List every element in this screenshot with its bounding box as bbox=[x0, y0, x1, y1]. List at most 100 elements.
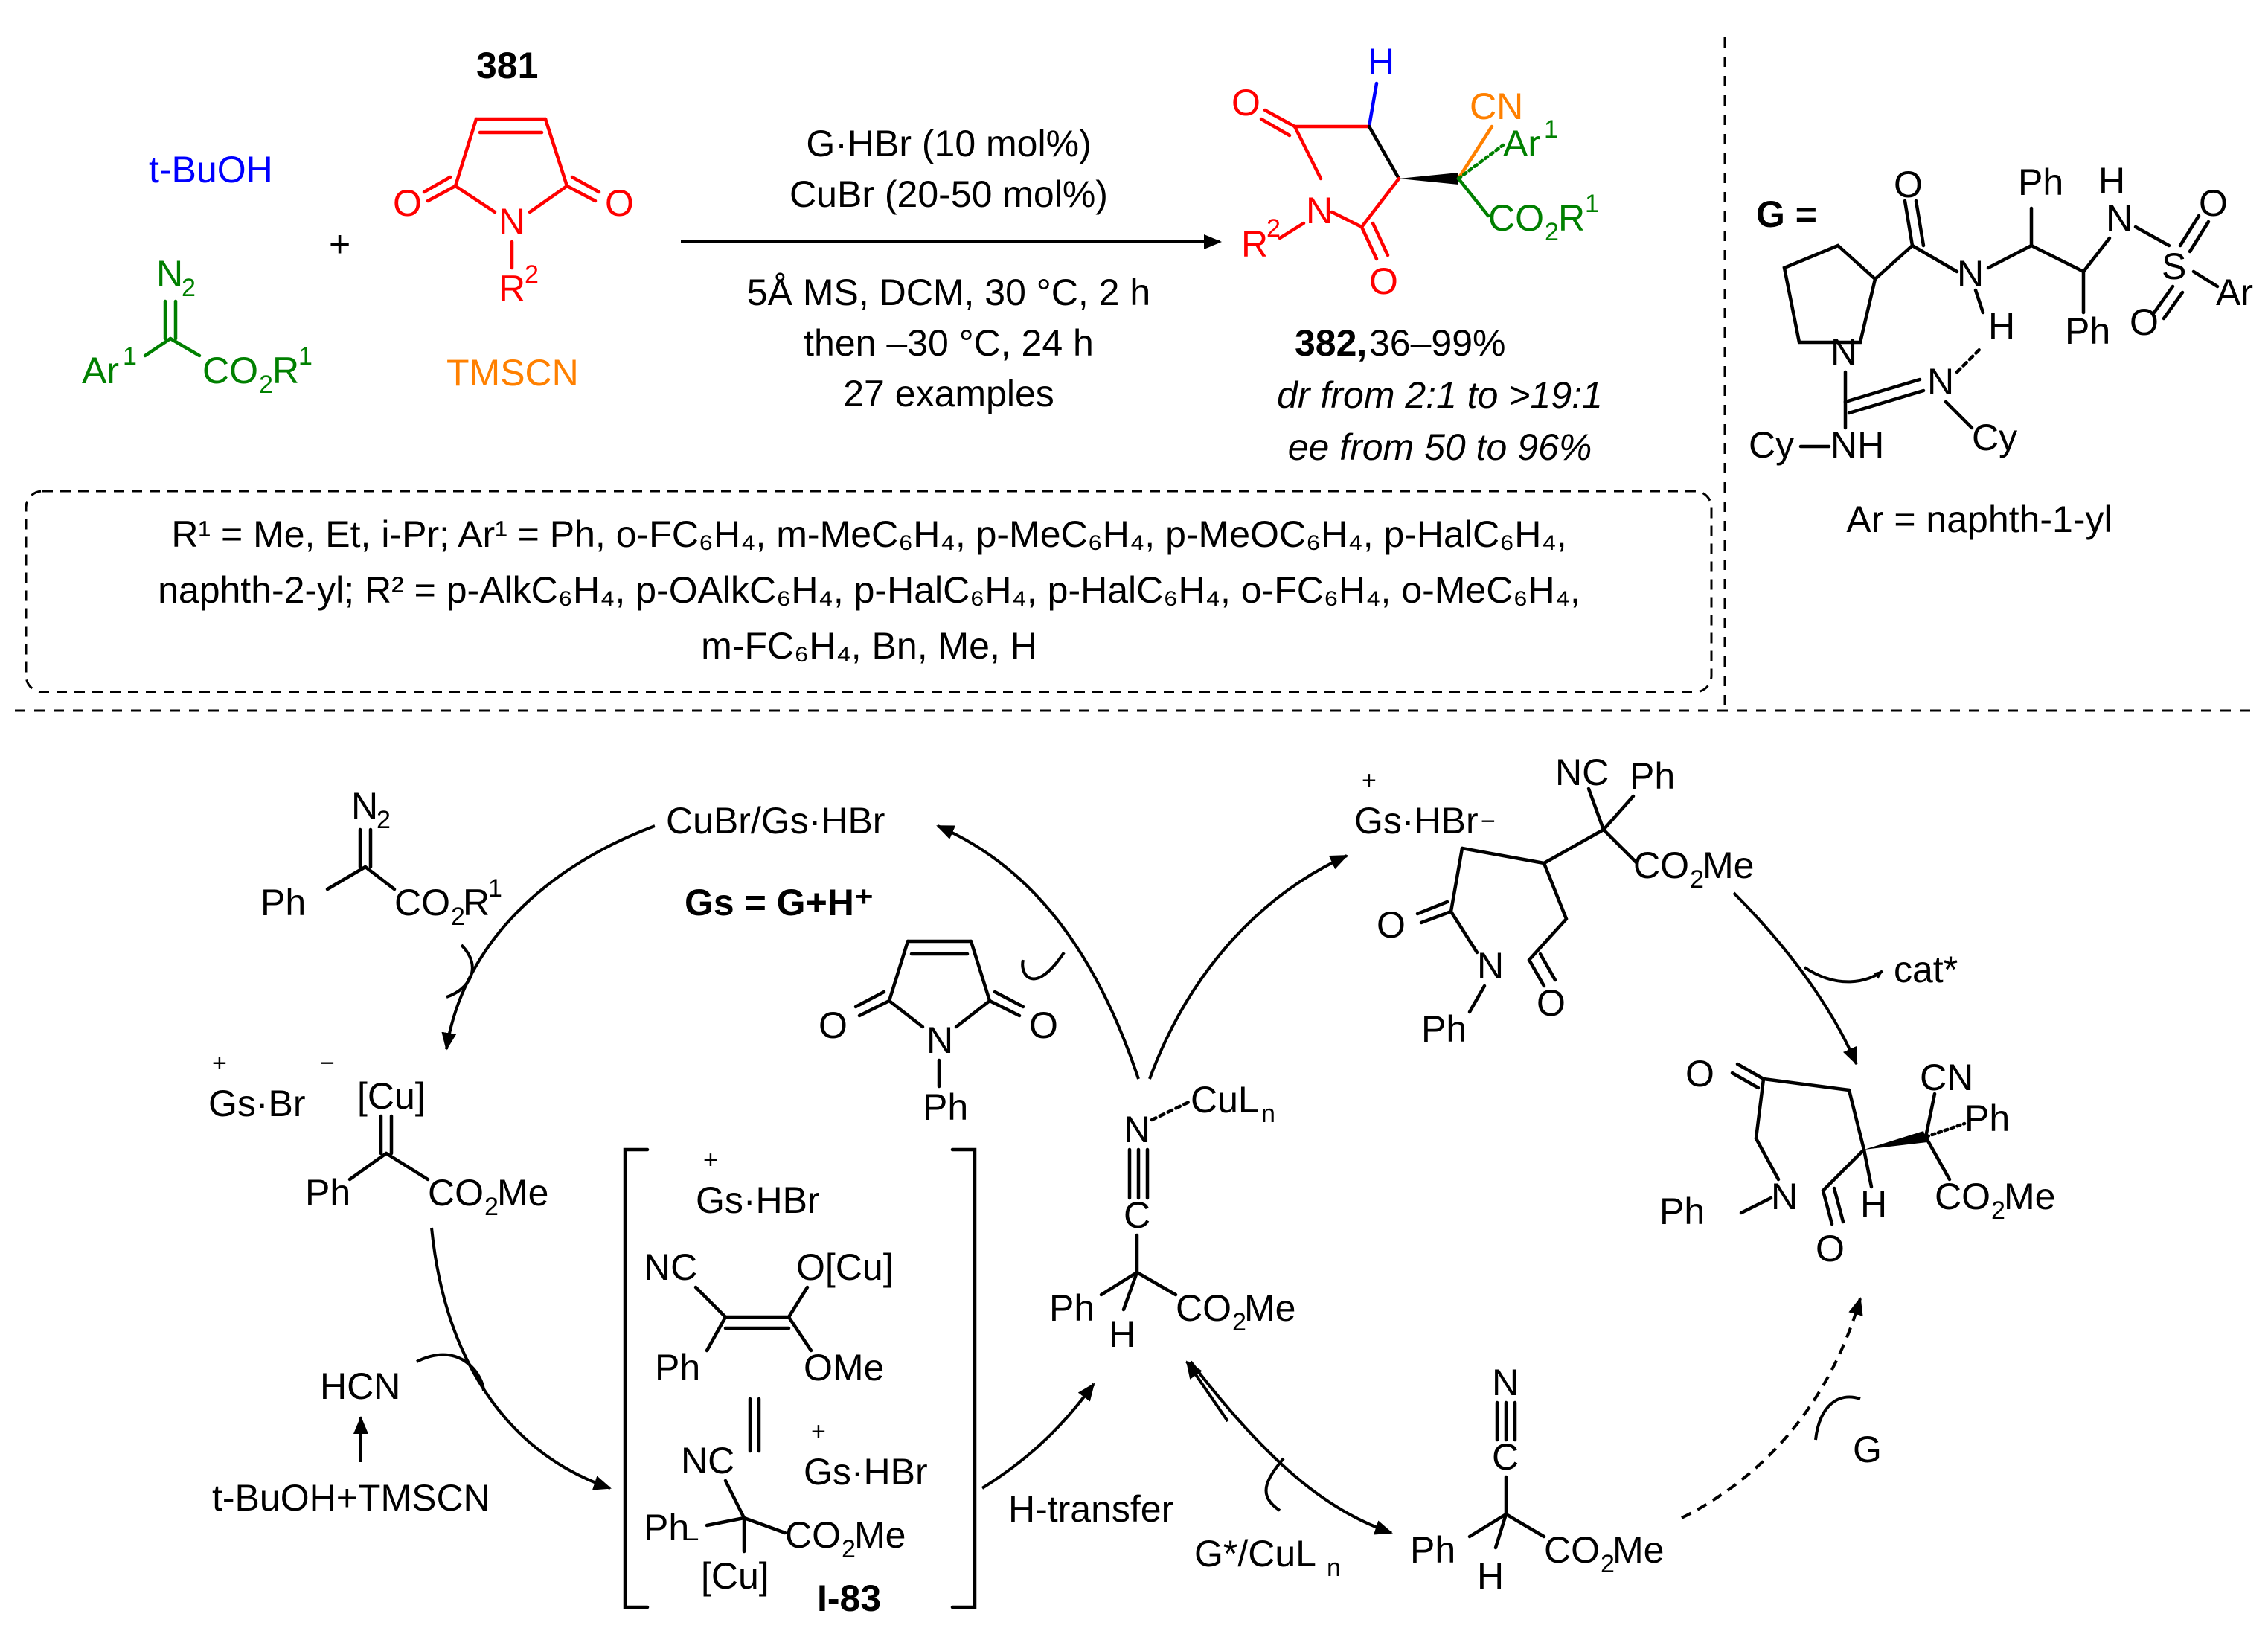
svg-text:CO: CO bbox=[428, 1172, 484, 1214]
svg-text:Ar: Ar bbox=[82, 350, 119, 391]
svg-text:Cy: Cy bbox=[1972, 417, 2017, 458]
svg-text:CN: CN bbox=[1470, 86, 1523, 127]
svg-text:Ph: Ph bbox=[1630, 755, 1675, 797]
mech-ketenimine: N CuL n C Ph H CO 2 Me bbox=[1049, 1079, 1295, 1355]
svg-text:Ph: Ph bbox=[655, 1347, 700, 1388]
svg-text:H: H bbox=[2098, 160, 2125, 202]
svg-text:Me: Me bbox=[1702, 845, 1754, 886]
scope-line-1: R¹ = Me, Et, i-Pr; Ar¹ = Ph, o-FC₆H₄, m-… bbox=[171, 513, 1566, 555]
svg-text:N: N bbox=[926, 1019, 953, 1061]
svg-text:G*/CuL: G*/CuL bbox=[1194, 1533, 1316, 1574]
svg-text:O: O bbox=[1231, 82, 1260, 124]
svg-text:1: 1 bbox=[1585, 190, 1599, 218]
cat-star-label: cat* bbox=[1894, 949, 1958, 990]
svg-text:CO: CO bbox=[785, 1514, 841, 1556]
svg-text:N: N bbox=[2106, 197, 2133, 239]
svg-text:1: 1 bbox=[123, 342, 137, 371]
reaction-conditions: G·HBr (10 mol%) CuBr (20-50 mol%) 5Å MS,… bbox=[681, 123, 1222, 414]
condition-4: then –30 °C, 24 h bbox=[804, 322, 1094, 364]
svg-text:Me: Me bbox=[2004, 1176, 2055, 1217]
svg-text:N: N bbox=[1957, 253, 1984, 295]
svg-text:−: − bbox=[320, 1049, 335, 1077]
h-transfer-label: H-transfer bbox=[1008, 1488, 1173, 1530]
tbuoh-tmscn-label: t-BuOH+TMSCN bbox=[212, 1477, 490, 1519]
dr-382: dr from 2:1 to >19:1 bbox=[1277, 374, 1603, 416]
svg-text:CO: CO bbox=[202, 350, 258, 391]
svg-text:N: N bbox=[1124, 1109, 1150, 1150]
svg-text:O: O bbox=[2130, 301, 2159, 343]
svg-text:N: N bbox=[351, 785, 378, 827]
svg-text:O: O bbox=[2199, 182, 2228, 224]
svg-text:2: 2 bbox=[182, 274, 196, 302]
svg-text:O: O bbox=[1537, 982, 1566, 1024]
condition-3: 5Å MS, DCM, 30 °C, 2 h bbox=[747, 272, 1150, 313]
svg-text:NH: NH bbox=[1830, 424, 1884, 466]
svg-text:382,: 382, bbox=[1295, 322, 1367, 364]
tbuoh-reactant: t-BuOH bbox=[149, 149, 273, 190]
condition-2: CuBr (20-50 mol%) bbox=[789, 173, 1108, 215]
svg-text:−: − bbox=[685, 1525, 699, 1554]
svg-text:N: N bbox=[1492, 1362, 1519, 1403]
svg-text:O: O bbox=[819, 1005, 848, 1046]
diazo-reactant: N 2 Ar 1 CO 2 R 1 bbox=[82, 253, 313, 399]
mech-diazo: N 2 Ph CO 2 R 1 bbox=[260, 785, 502, 931]
svg-text:n: n bbox=[1261, 1100, 1275, 1128]
gs-hbr-1: Gs·HBr bbox=[696, 1179, 820, 1221]
svg-text:CO: CO bbox=[1633, 845, 1689, 886]
plus-sign: + bbox=[329, 223, 350, 265]
svg-text:Me: Me bbox=[854, 1514, 906, 1556]
mech-product: O O N Ph H CN Ph CO 2 Me bbox=[1659, 1053, 2055, 1269]
svg-text:O: O bbox=[1685, 1053, 1714, 1095]
svg-text:Ph: Ph bbox=[260, 882, 306, 923]
svg-text:R: R bbox=[463, 882, 490, 923]
svg-text:Me: Me bbox=[1244, 1287, 1295, 1329]
svg-text:H: H bbox=[1988, 305, 2015, 347]
svg-text:n: n bbox=[1327, 1554, 1341, 1582]
ar-definition: Ar = naphth-1-yl bbox=[1846, 499, 2112, 540]
svg-text:Ph: Ph bbox=[305, 1172, 350, 1214]
svg-text:R: R bbox=[272, 350, 299, 391]
svg-text:2: 2 bbox=[842, 1535, 856, 1563]
catalyst-g-structure: G = O N H Ph Ph H N S O O Ar N N bbox=[1749, 160, 2253, 540]
cycle-arrows bbox=[416, 824, 1884, 1535]
svg-text:1: 1 bbox=[488, 874, 502, 903]
condition-1: G·HBr (10 mol%) bbox=[806, 123, 1091, 164]
svg-text:R: R bbox=[1558, 197, 1585, 239]
substrate-scope-box: R¹ = Me, Et, i-Pr; Ar¹ = Ph, o-FC₆H₄, m-… bbox=[25, 490, 1713, 693]
svg-text:+: + bbox=[1362, 766, 1377, 795]
svg-text:CO: CO bbox=[1935, 1176, 1990, 1217]
svg-text:N: N bbox=[1477, 945, 1504, 987]
tmscn-label: TMSCN bbox=[446, 352, 579, 394]
svg-text:H: H bbox=[1860, 1183, 1887, 1225]
svg-text:NC: NC bbox=[681, 1440, 734, 1481]
i83-label: I-83 bbox=[817, 1577, 881, 1619]
svg-text:R: R bbox=[1241, 223, 1268, 265]
svg-text:Ar: Ar bbox=[2216, 272, 2253, 313]
svg-text:O: O bbox=[1029, 1005, 1058, 1046]
svg-text:−: − bbox=[1481, 807, 1496, 836]
svg-text:O: O bbox=[1816, 1228, 1845, 1269]
mech-adduct-anion: + Gs·HBr − O O N Ph NC Ph CO 2 Me bbox=[1354, 752, 1754, 1050]
mech-cu-carbene: + Gs·Br − [Cu] Ph CO 2 Me bbox=[208, 1049, 548, 1221]
svg-text:O: O bbox=[393, 182, 422, 224]
svg-text:Ph: Ph bbox=[923, 1086, 968, 1128]
scope-line-3: m-FC₆H₄, Bn, Me, H bbox=[701, 625, 1037, 667]
svg-text:CO: CO bbox=[1488, 197, 1544, 239]
g-label: G bbox=[1853, 1429, 1882, 1470]
svg-text:H: H bbox=[1368, 41, 1394, 83]
svg-text:2: 2 bbox=[1991, 1196, 2005, 1225]
svg-text:+: + bbox=[703, 1146, 718, 1174]
svg-text:CN: CN bbox=[1920, 1057, 1973, 1098]
svg-text:O: O bbox=[1377, 904, 1406, 946]
svg-text:N: N bbox=[1830, 331, 1857, 373]
cubr-catalyst: CuBr/Gs·HBr Gs = G+H⁺ bbox=[666, 800, 885, 923]
svg-text:N: N bbox=[156, 253, 183, 295]
svg-text:Ph: Ph bbox=[2018, 161, 2063, 203]
svg-text:1: 1 bbox=[298, 342, 313, 371]
svg-text:Cy: Cy bbox=[1749, 424, 1794, 466]
svg-text:Ph: Ph bbox=[1659, 1191, 1705, 1232]
svg-text:2: 2 bbox=[525, 260, 539, 289]
svg-text:CuL: CuL bbox=[1191, 1079, 1259, 1121]
svg-text:N: N bbox=[499, 201, 525, 243]
svg-text:[Cu]: [Cu] bbox=[701, 1555, 769, 1597]
